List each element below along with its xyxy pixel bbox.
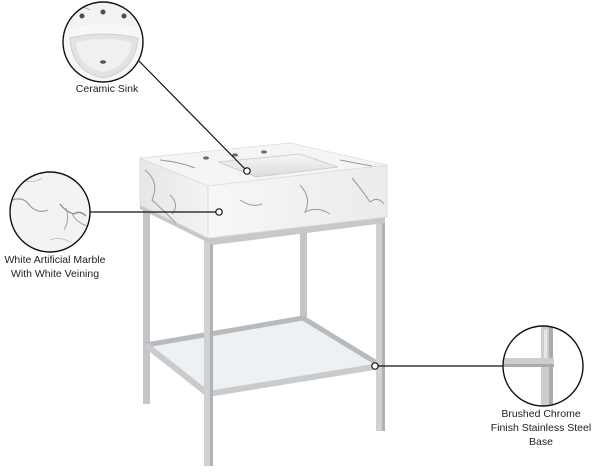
- shelf-frame-right: [301, 315, 382, 368]
- callout-line: White Artificial Marble: [4, 254, 106, 266]
- detail-bubble-sink: [62, 1, 144, 83]
- callout-label-base: Brushed Chrome Finish Stainless Steel Ba…: [482, 407, 600, 450]
- callout-label-sink: Ceramic Sink: [62, 82, 152, 96]
- leg-front-right: [376, 218, 385, 431]
- leader-dots: [215, 167, 379, 370]
- shelf-frame-front: [207, 363, 381, 397]
- detail-bubble-marble: [9, 171, 91, 253]
- leader-dot-base: [371, 362, 379, 370]
- shelf-frame-back: [145, 315, 304, 348]
- shelf-frame-left: [144, 342, 210, 397]
- marble-veining: [144, 159, 385, 224]
- detail-bubble-base: [502, 325, 584, 407]
- faucet-hole-left: [203, 156, 209, 160]
- leader-lines: [90, 60, 503, 367]
- callout-line: Base: [529, 436, 553, 449]
- leg-front-right-shade: [382, 218, 385, 431]
- callout-line: Ceramic Sink: [75, 83, 139, 95]
- leg-front-left: [204, 238, 213, 466]
- leg-back-left: [143, 210, 150, 404]
- leg-back-right: [300, 190, 307, 375]
- callout-line: With White Veining: [10, 268, 100, 281]
- leader-dot-sink: [243, 167, 251, 175]
- callout-line: Finish Stainless Steel: [490, 422, 592, 435]
- marble-top: [139, 142, 388, 239]
- faucet-hole-right: [261, 150, 267, 154]
- leader-line-sink: [138, 60, 247, 171]
- callout-label-marble: White Artificial Marble With White Veini…: [0, 253, 110, 281]
- leg-front-left-shade: [210, 238, 213, 466]
- callout-line: Brushed Chrome: [501, 408, 581, 420]
- faucet-hole-center: [232, 153, 238, 157]
- glass-shelf: [146, 317, 380, 394]
- leader-dot-marble: [215, 208, 223, 216]
